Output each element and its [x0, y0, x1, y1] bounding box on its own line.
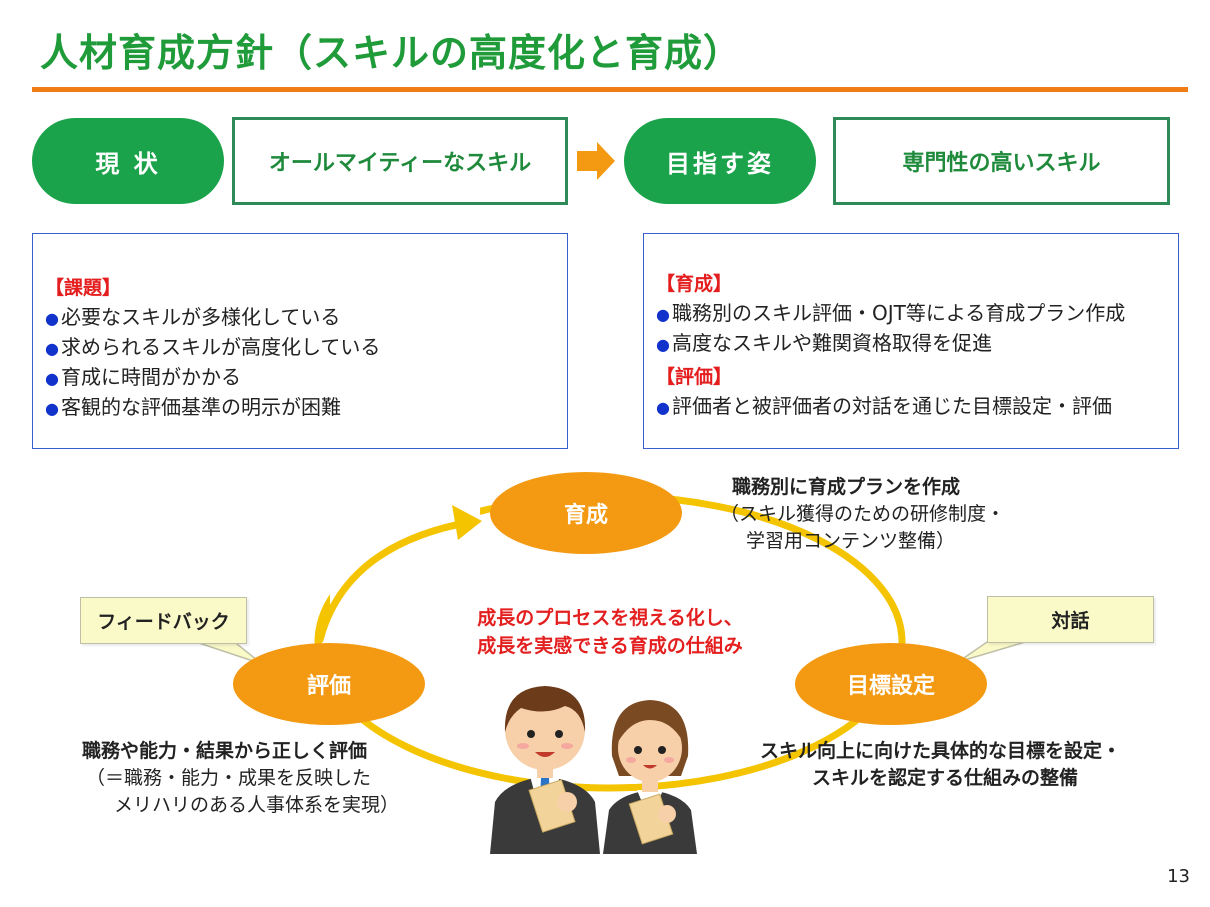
training-heading: 【育成】	[656, 273, 733, 295]
feedback-callout: フィードバック	[80, 597, 247, 644]
plan-box: 【育成】 ●職務別のスキル評価・OJT等による育成プラン作成 ●高度なスキルや難…	[643, 233, 1179, 449]
cycle-node-goal-setting: 目標設定	[795, 643, 987, 725]
current-skill-box: オールマイティーなスキル	[232, 117, 568, 205]
issue-item: ●育成に時間がかかる	[45, 365, 241, 389]
goal-setting-description: スキル向上に向けた具体的な目標を設定・ スキルを認定する仕組みの整備	[760, 740, 1122, 789]
cycle-node-evaluation: 評価	[233, 643, 425, 725]
evaluation-item: ●評価者と被評価者の対話を通じた目標設定・評価	[656, 394, 1112, 418]
cycle-return-arc	[316, 518, 474, 644]
issues-box: 【課題】 ●必要なスキルが多様化している ●求められるスキルが高度化している ●…	[32, 233, 568, 449]
bullet-icon: ●	[45, 309, 59, 328]
bullet-icon: ●	[656, 305, 670, 324]
issue-item: ●客観的な評価基準の明示が困難	[45, 395, 341, 419]
current-state-pill: 現 状	[32, 118, 224, 204]
target-state-pill: 目指す姿	[624, 118, 816, 204]
arrow-right-icon	[577, 142, 615, 180]
target-skill-box: 専門性の高いスキル	[833, 117, 1170, 205]
title-underline	[32, 87, 1188, 92]
issue-item: ●求められるスキルが高度化している	[45, 335, 381, 359]
issues-heading: 【課題】	[45, 277, 122, 299]
training-item: ●高度なスキルや難関資格取得を促進	[656, 331, 992, 355]
evaluation-description: 職務や能力・結果から正しく評価 （＝職務・能力・成果を反映した メリハリのある人…	[82, 740, 400, 816]
page-title: 人材育成方針（スキルの高度化と育成）	[40, 31, 743, 75]
page-number: 13	[1167, 866, 1190, 887]
business-people-illustration	[490, 686, 697, 854]
cycle-node-training: 育成	[490, 472, 682, 554]
callout-right-pointer	[957, 639, 1033, 663]
bullet-icon: ●	[45, 339, 59, 358]
bullet-icon: ●	[656, 335, 670, 354]
businessman-icon	[490, 686, 600, 854]
bullet-icon: ●	[45, 399, 59, 418]
businesswoman-icon	[603, 700, 697, 854]
bullet-icon: ●	[656, 398, 670, 417]
cycle-center-message: 成長のプロセスを視える化し、 成長を実感できる育成の仕組み	[477, 607, 743, 657]
issue-item: ●必要なスキルが多様化している	[45, 305, 341, 329]
bullet-icon: ●	[45, 369, 59, 388]
training-description: 職務別に育成プランを作成 （スキル獲得のための研修制度・ 学習用コンテンツ整備）	[720, 476, 1006, 552]
training-item: ●職務別のスキル評価・OJT等による育成プラン作成	[656, 301, 1126, 325]
evaluation-heading: 【評価】	[656, 366, 733, 388]
cycle-arrowhead-icon	[452, 505, 482, 540]
dialogue-callout: 対話	[987, 596, 1154, 643]
